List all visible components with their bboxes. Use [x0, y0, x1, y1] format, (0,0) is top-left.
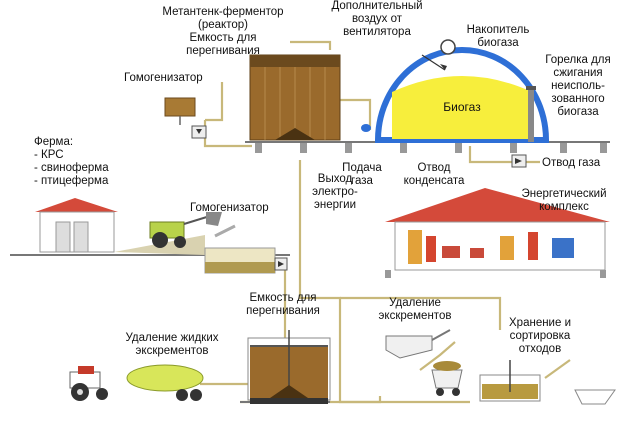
energy-complex-building [385, 188, 610, 278]
label-homogenizer-mid: Гомогенизатор [190, 202, 269, 214]
farm-barn [35, 198, 118, 253]
label-extra-air: Дополнительный воздух от вентилятора [331, 0, 423, 38]
label-metatank: Метантенк-ферментор (реактор) Емкость дл… [162, 6, 284, 57]
waste-storage-bin [479, 360, 616, 405]
label-gas-storage: Накопитель биогаза [466, 24, 530, 49]
label-condensate: Отвод конденсата [403, 162, 465, 187]
foundation-posts [255, 143, 607, 153]
gas-storage-dome [361, 39, 550, 143]
label-liquid-removal: Удаление жидких экскрементов [125, 332, 219, 357]
rotting-tank-bottom [247, 330, 331, 404]
metatank-reactor [249, 54, 341, 141]
gas-valve-right [511, 154, 527, 168]
label-biogas: Биогаз [443, 100, 481, 114]
label-gas-out: Отвод газа [542, 157, 601, 169]
label-power-out: Выход электро- энергии [312, 173, 358, 211]
label-gas-supply: Подача газа [342, 162, 382, 187]
label-farm: Ферма: - КРС - свиноферма - птицеферма [34, 136, 109, 187]
label-rot-tank: Емкость для перегнивания [246, 292, 320, 317]
label-energy-complex: Энергетический комплекс [521, 188, 607, 213]
tanker-tractor [69, 364, 204, 401]
homogenizer-top [164, 97, 207, 139]
label-homogenizer-top: Гомогенизатор [124, 72, 203, 84]
label-manure-removal: Удаление экскрементов [378, 297, 452, 322]
burner-stack [526, 86, 536, 142]
waste-cart [431, 361, 463, 396]
excrement-hopper [385, 329, 451, 359]
label-waste-storage: Хранение и сортировка отходов [509, 317, 571, 355]
loader-tractor [149, 212, 236, 248]
label-burner: Горелка для сжигания неисполь- зованного… [545, 54, 611, 118]
